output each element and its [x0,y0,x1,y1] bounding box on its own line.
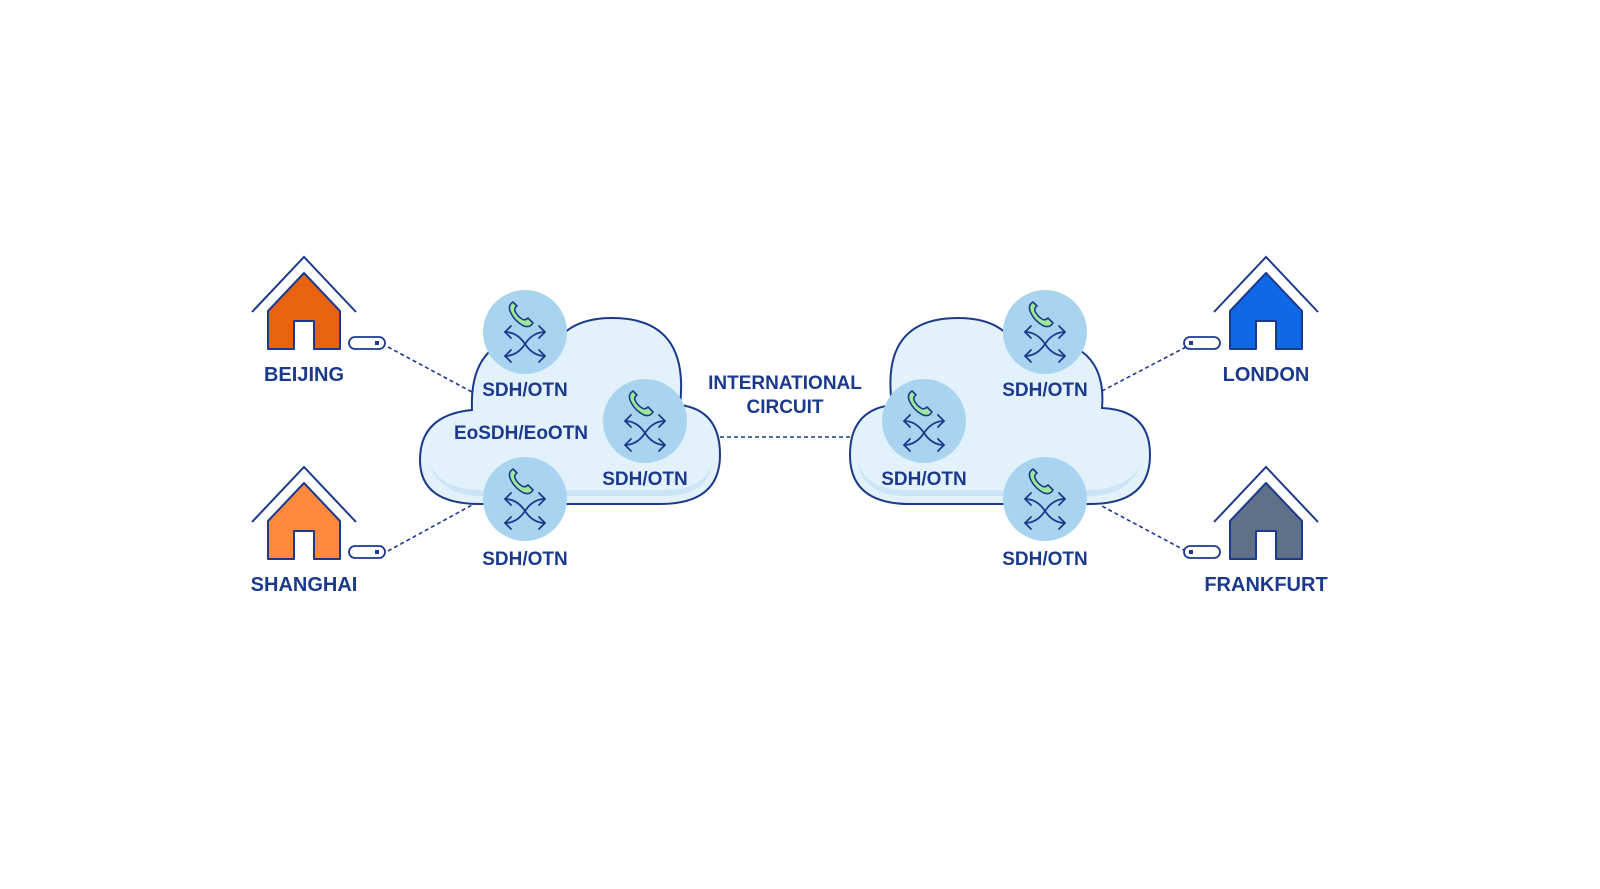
house-shanghai [251,465,357,560]
house-beijing [251,255,357,350]
cpe-device-london [1183,336,1221,350]
node-label-left-bottom: SDH/OTN [482,549,568,570]
node-right-left [881,378,967,464]
cloud-shadow [858,462,1142,496]
node-label-right-bottom: SDH/OTN [1002,549,1088,570]
link-london [1099,346,1187,393]
node-label-left-top: SDH/OTN [482,380,568,401]
city-label-beijing: BEIJING [264,364,344,386]
node-right-top [1002,289,1088,375]
city-label-london: LONDON [1223,364,1310,386]
node-left-right [602,378,688,464]
service-label: EoSDH/EoOTN [454,423,588,444]
link-label-line2: CIRCUIT [746,397,823,418]
node-right-bottom [1002,456,1088,542]
node-label-right-top: SDH/OTN [1002,380,1088,401]
link-beijing [387,346,473,393]
node-left-top [482,289,568,375]
node-label-right-left: SDH/OTN [881,469,967,490]
node-left-bottom [482,456,568,542]
link-frankfurt [1099,504,1187,552]
connections [387,346,1187,552]
cloud-shadow [428,462,712,496]
node-label-left-right: SDH/OTN [602,469,688,490]
house-icon [1229,272,1303,350]
link-label-line1: INTERNATIONAL [708,373,862,394]
link-shanghai [387,504,473,552]
house-london [1213,255,1319,350]
cpe-device-frankfurt [1183,545,1221,559]
house-frankfurt [1213,465,1319,560]
cpe-device-shanghai [348,545,386,559]
house-icon [267,272,341,350]
cpe-device-beijing [348,336,386,350]
city-label-shanghai: SHANGHAI [251,574,358,596]
city-label-frankfurt: FRANKFURT [1204,574,1327,596]
house-icon [267,482,341,560]
house-icon [1229,482,1303,560]
